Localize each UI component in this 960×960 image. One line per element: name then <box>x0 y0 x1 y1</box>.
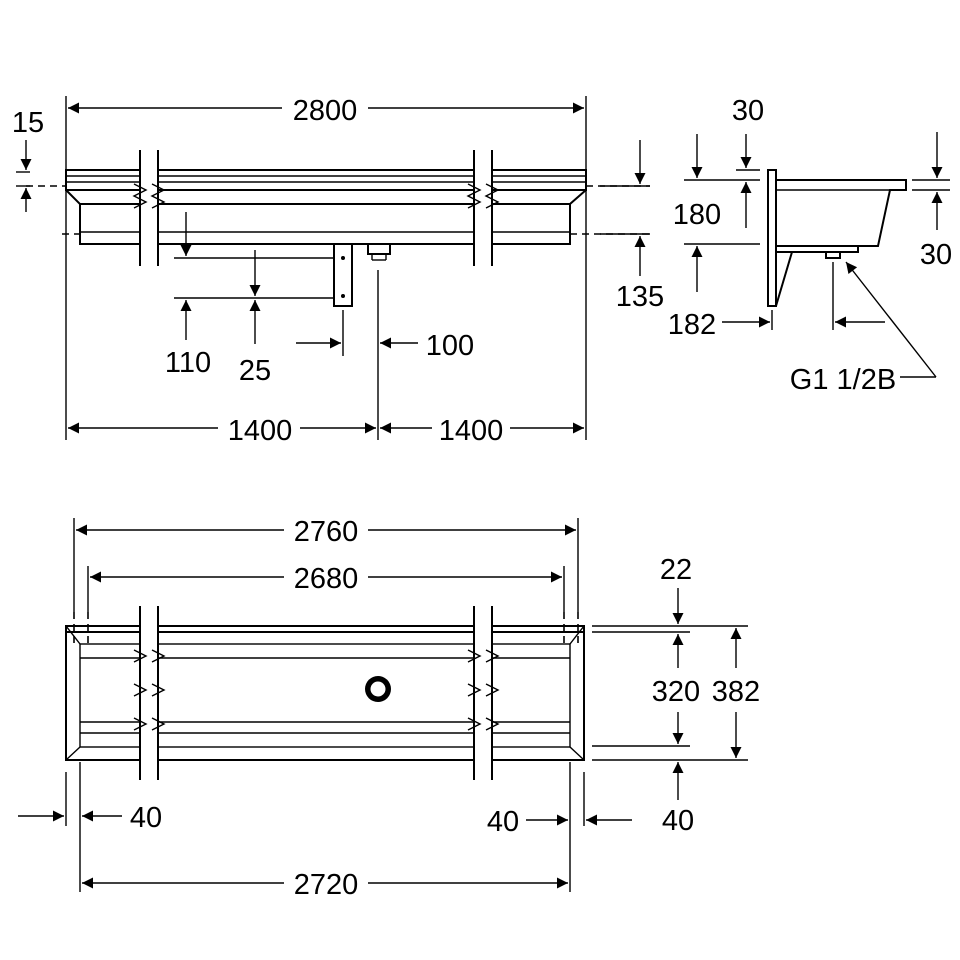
dim-40-right: 40 <box>487 806 519 838</box>
dim-30-right: 30 <box>920 239 952 271</box>
front-view: 2800 15 135 110 25 100 1400 1400 <box>12 95 664 447</box>
front-break-right <box>466 150 500 266</box>
dim-382: 382 <box>712 676 760 708</box>
dim-135: 135 <box>616 281 664 313</box>
dim-1400-right: 1400 <box>439 415 504 447</box>
top-break-left <box>133 606 166 780</box>
dim-2760: 2760 <box>294 516 359 548</box>
thread-label: G1 1/2B <box>790 364 896 396</box>
top-break-right <box>467 606 500 780</box>
dim-25: 25 <box>239 355 271 387</box>
front-drain-outlet <box>367 243 391 261</box>
front-trough-body <box>26 169 650 245</box>
dim-180: 180 <box>673 199 721 231</box>
dim-15: 15 <box>12 107 44 139</box>
dim-30-top: 30 <box>732 95 764 127</box>
dim-1400-left: 1400 <box>228 415 293 447</box>
top-view: 2760 2680 22 320 382 40 40 40 2720 <box>18 516 760 901</box>
dim-2680: 2680 <box>294 563 359 595</box>
dim-40-vertical: 40 <box>662 805 694 837</box>
drain-hole <box>365 676 391 702</box>
side-view: 30 180 30 182 G1 1/2B <box>668 95 952 396</box>
dim-110: 110 <box>165 347 211 379</box>
front-break-left <box>132 150 166 266</box>
side-trough-section <box>767 169 907 307</box>
dim-40-left: 40 <box>130 802 162 834</box>
dim-100: 100 <box>426 330 474 362</box>
dim-22: 22 <box>660 554 692 586</box>
dim-320: 320 <box>652 676 700 708</box>
dim-2720: 2720 <box>294 869 359 901</box>
dim-182: 182 <box>668 309 716 341</box>
dim-2800: 2800 <box>293 95 358 127</box>
front-bracket <box>333 243 353 307</box>
